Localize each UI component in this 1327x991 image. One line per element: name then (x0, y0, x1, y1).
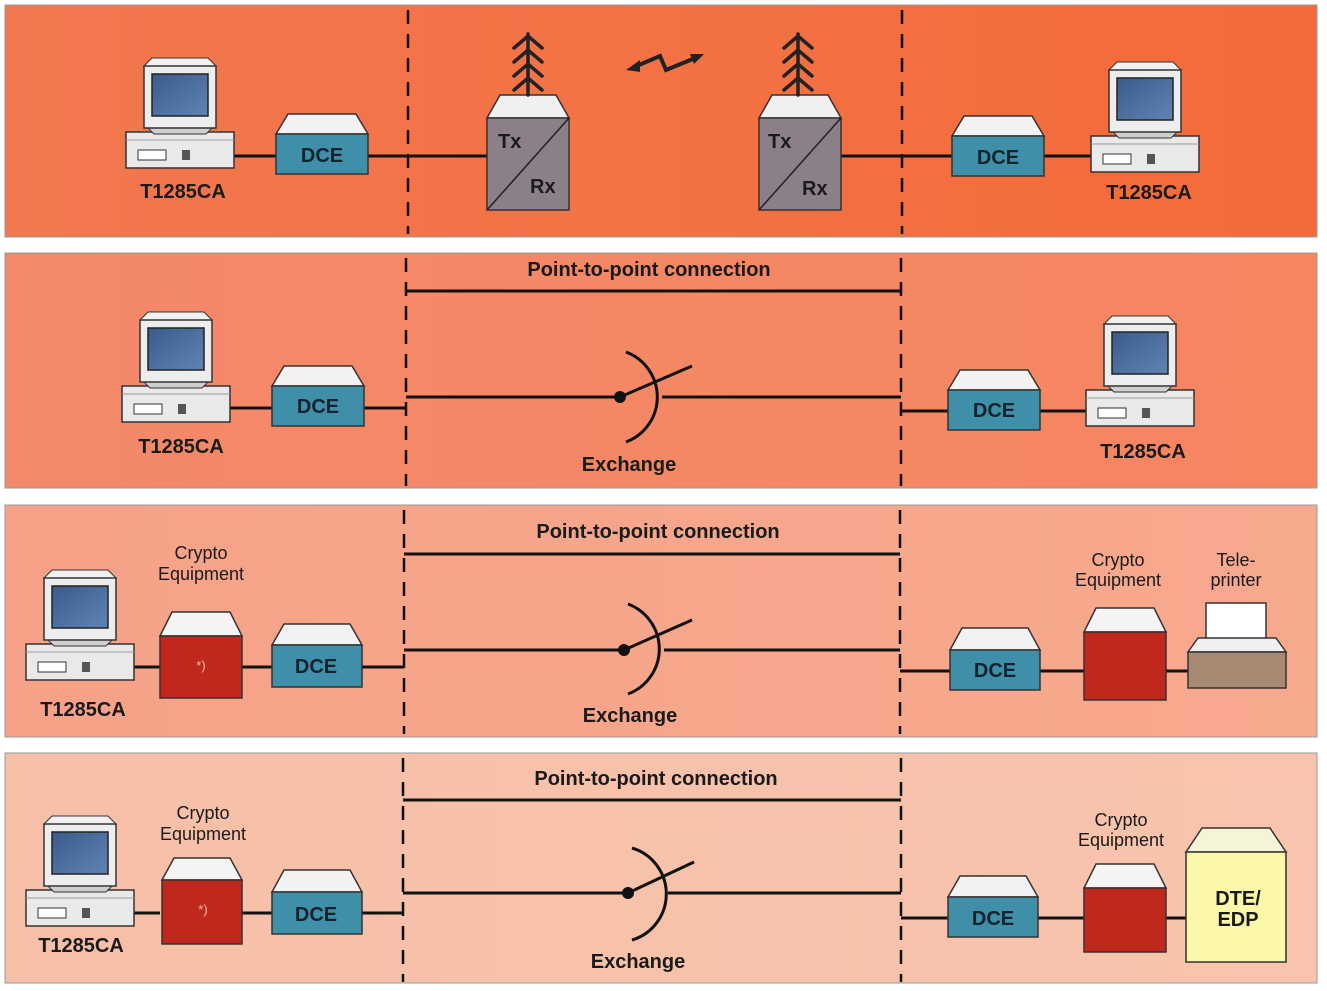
crypto-footnote-mark: *) (198, 902, 207, 917)
dce-label: DCE (295, 656, 337, 678)
dte-edp-box: DTE/ EDP (1184, 827, 1288, 963)
crypto-label: Equipment (1078, 830, 1164, 850)
dce-box: DCE (270, 623, 364, 688)
computer-label: T1285CA (140, 181, 226, 203)
connection-label: Point-to-point connection (534, 768, 777, 790)
dce-box: DCE (950, 115, 1046, 177)
dce-box: DCE (946, 369, 1042, 431)
dce-label: DCE (301, 145, 343, 167)
exchange-label: Exchange (591, 951, 685, 973)
exchange-switch-icon (614, 350, 693, 444)
crypto-label: Equipment (158, 564, 244, 584)
exchange-switch-icon (618, 602, 693, 696)
radio-transceiver: Tx Rx (757, 32, 843, 211)
dce-box: DCE (270, 869, 364, 935)
dce-label: DCE (297, 396, 339, 418)
connection-label: Point-to-point connection (527, 259, 770, 281)
crypto-label: Equipment (160, 824, 246, 844)
exchange-label: Exchange (583, 705, 677, 727)
teleprinter-label: printer (1210, 570, 1261, 590)
crypto-label: Crypto (1094, 810, 1147, 830)
crypto-label: Equipment (1075, 570, 1161, 590)
computer-label: T1285CA (1106, 182, 1192, 204)
computer-label: T1285CA (1100, 441, 1186, 463)
crypto-box: *) (160, 857, 244, 945)
crypto-box: *) (158, 611, 244, 699)
teleprinter-icon (1186, 602, 1288, 689)
radio-transceiver: Tx Rx (485, 32, 571, 211)
exchange-label: Exchange (582, 454, 676, 476)
crypto-label: Crypto (1091, 550, 1144, 570)
dce-box: DCE (270, 365, 366, 427)
dte-label: DTE/ (1215, 888, 1261, 910)
exchange-switch-icon (622, 846, 695, 942)
panel-crypto-teleprinter: Point-to-point connection Exchange T1285… (4, 504, 1318, 738)
dce-label: DCE (977, 147, 1019, 169)
dce-box: DCE (946, 875, 1040, 938)
crypto-label: Crypto (176, 803, 229, 823)
teleprinter-label: Tele- (1216, 550, 1255, 570)
panel-crypto-dte: Point-to-point connection Exchange T1285… (4, 752, 1318, 984)
panel-exchange-link: Point-to-point connection Exchange T1285… (4, 252, 1318, 489)
rx-label: Rx (530, 176, 556, 198)
dce-label: DCE (974, 660, 1016, 682)
dce-box: DCE (274, 113, 370, 175)
computer-label: T1285CA (38, 935, 124, 957)
dce-box: DCE (948, 627, 1042, 691)
crypto-footnote-mark: *) (196, 658, 205, 673)
crypto-box (1082, 863, 1168, 953)
dte-label: EDP (1217, 909, 1258, 931)
computer-label: T1285CA (138, 436, 224, 458)
computer-label: T1285CA (40, 699, 126, 721)
tx-label: Tx (498, 131, 521, 153)
tx-label: Tx (768, 131, 791, 153)
dce-label: DCE (295, 904, 337, 926)
crypto-box (1082, 607, 1168, 701)
connection-label: Point-to-point connection (536, 521, 779, 543)
antenna-icon (512, 32, 544, 97)
crypto-label: Crypto (174, 543, 227, 563)
dce-label: DCE (973, 400, 1015, 422)
panel-radio-link: T1285CA DCE Tx Rx (4, 4, 1318, 238)
dce-label: DCE (972, 908, 1014, 930)
rx-label: Rx (802, 178, 828, 200)
antenna-icon (782, 32, 814, 97)
radio-signal-icon (626, 53, 704, 73)
